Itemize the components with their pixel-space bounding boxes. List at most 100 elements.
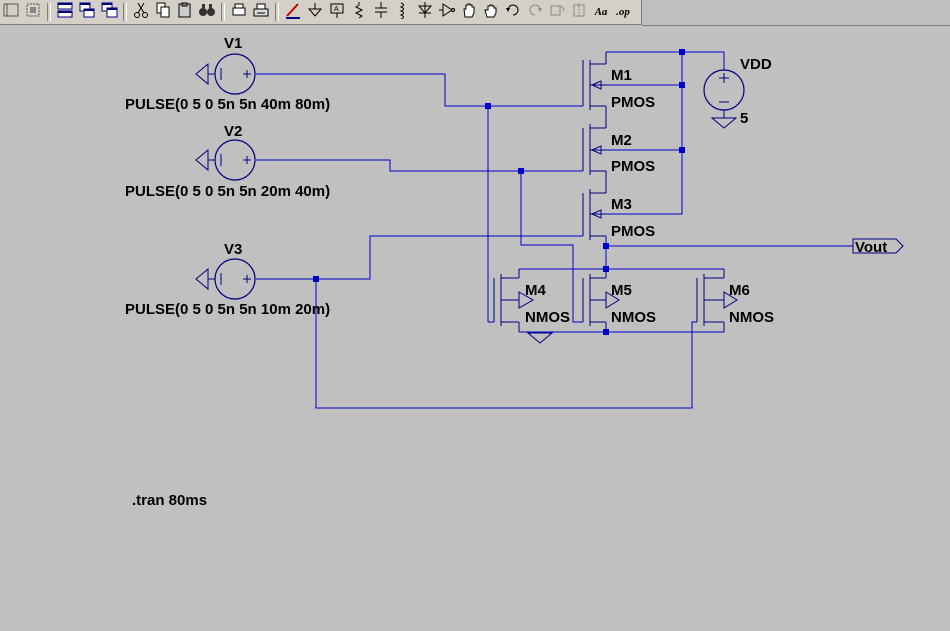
mirror-button[interactable] [568,1,590,23]
component-button[interactable] [436,1,458,23]
toolbar-separator [123,3,127,21]
print-icon [252,1,270,24]
resistor-button[interactable] [348,1,370,23]
zoom-fit-icon [24,1,42,24]
hide-panel-button[interactable] [0,1,22,23]
m2-model[interactable]: PMOS [611,158,655,175]
wire-v1-gate[interactable] [256,73,583,107]
drag-hand-button[interactable] [480,1,502,23]
m6-model[interactable]: NMOS [729,309,774,326]
v1-value[interactable]: PULSE(0 5 0 5n 5n 40m 80m) [125,96,330,113]
cut-button[interactable] [130,1,152,23]
ground-icon [306,1,324,24]
component-icon [438,1,456,24]
source-vdd[interactable] [703,69,745,129]
m4-name[interactable]: M4 [525,282,546,299]
inductor-icon [394,1,412,24]
ground-icon [526,332,554,344]
rotate-button[interactable] [546,1,568,23]
nmos-m4[interactable] [493,269,554,344]
vout-label: Vout [855,239,887,256]
v2-value[interactable]: PULSE(0 5 0 5n 5n 20m 40m) [125,183,330,200]
capacitor-icon [372,1,390,24]
v3-value[interactable]: PULSE(0 5 0 5n 5n 10m 20m) [125,301,330,318]
pmos-m1[interactable] [582,52,607,129]
nmos-m5[interactable] [582,269,620,332]
vdd-value[interactable]: 5 [740,110,748,127]
cascade-windows-button[interactable] [76,1,98,23]
m2-name[interactable]: M2 [611,132,632,149]
junction-dot [679,147,685,153]
print-setup-button[interactable] [228,1,250,23]
label-net-button[interactable]: A [326,1,348,23]
toolbar-empty-area [642,0,950,26]
wires[interactable] [256,51,853,409]
m3-name[interactable]: M3 [611,196,632,213]
diode-icon [416,1,434,24]
print-setup-icon [230,1,248,24]
vout-port[interactable]: Vout [852,238,904,256]
wire-v3-to-m6[interactable] [315,279,697,409]
move-hand-button[interactable] [458,1,480,23]
tile-horizontal-icon [56,1,74,24]
v2-name[interactable]: V2 [224,123,242,140]
toolbar: A Aa .op [0,0,642,25]
vdd-name[interactable]: VDD [740,56,772,73]
zoom-fit-button[interactable] [22,1,44,23]
tile-vertical-button[interactable] [98,1,120,23]
nmos-m6[interactable] [696,269,738,332]
wire-v3-gate[interactable] [256,235,583,280]
draw-wire-button[interactable] [282,1,304,23]
rotate-icon [548,1,566,24]
m3-model[interactable]: PMOS [611,223,655,240]
toolbar-separator [221,3,225,21]
junction-dot [679,82,685,88]
paste-button[interactable] [174,1,196,23]
wire-vdd-rail[interactable] [606,51,683,215]
pmos-m3[interactable] [582,189,606,240]
wire-v2-gate[interactable] [256,159,583,172]
move-hand-icon [460,1,478,24]
text-icon: Aa [594,6,608,18]
m5-name[interactable]: M5 [611,282,632,299]
diode-button[interactable] [414,1,436,23]
undo-button[interactable] [502,1,524,23]
source-v1[interactable] [195,53,256,95]
spice-directive-icon: .op [616,6,630,18]
undo-icon [504,1,522,24]
wire-v2-to-m5[interactable] [520,171,583,323]
drag-hand-icon [482,1,500,24]
find-button[interactable] [196,1,218,23]
junction-dot [603,243,609,249]
cascade-windows-icon [78,1,96,24]
source-v3[interactable] [195,258,256,300]
redo-button[interactable] [524,1,546,23]
m1-model[interactable]: PMOS [611,94,655,111]
ground-button[interactable] [304,1,326,23]
m4-model[interactable]: NMOS [525,309,570,326]
capacitor-button[interactable] [370,1,392,23]
m6-name[interactable]: M6 [729,282,750,299]
copy-button[interactable] [152,1,174,23]
v1-name[interactable]: V1 [224,35,242,52]
pmos-m2[interactable] [582,124,607,194]
cut-icon [132,1,150,24]
text-button[interactable]: Aa [590,1,612,23]
draw-wire-icon [284,1,302,24]
hide-panel-icon [2,1,20,24]
print-button[interactable] [250,1,272,23]
find-icon [198,1,216,24]
junction-dot [313,276,319,282]
source-v2[interactable] [195,139,256,181]
inductor-button[interactable] [392,1,414,23]
spice-directive-button[interactable]: .op [612,1,634,23]
spice-directive[interactable]: .tran 80ms [132,492,207,509]
v3-name[interactable]: V3 [224,241,242,258]
paste-icon [176,1,194,24]
mirror-icon [570,1,588,24]
m1-name[interactable]: M1 [611,67,632,84]
tile-horizontal-button[interactable] [54,1,76,23]
m5-model[interactable]: NMOS [611,309,656,326]
resistor-icon [350,1,368,24]
